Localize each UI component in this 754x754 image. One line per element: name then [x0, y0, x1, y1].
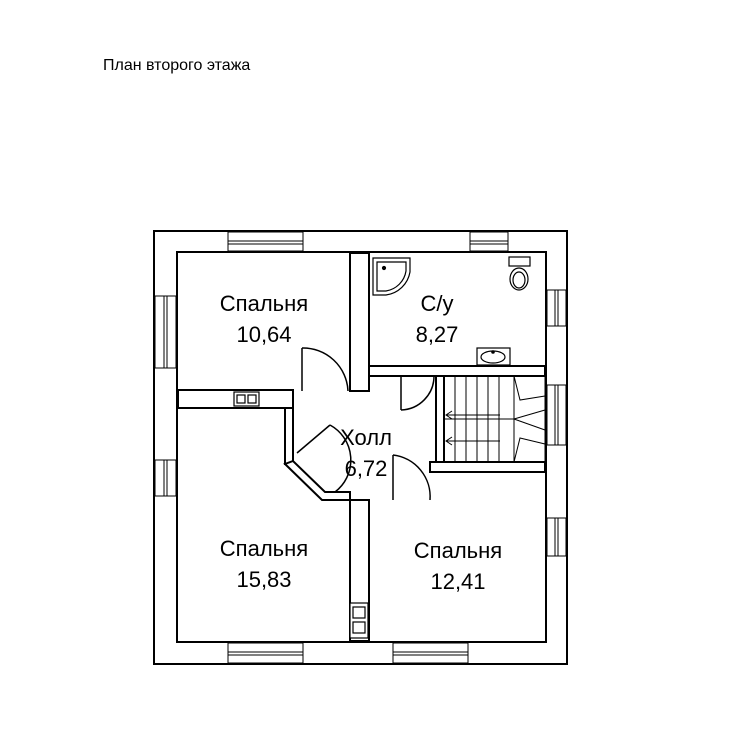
room-name-bathroom: С/у — [421, 291, 454, 316]
staircase — [443, 375, 546, 463]
room-name-bedroom-3: Спальня — [414, 538, 502, 563]
room-area-bedroom-1: 10,64 — [236, 322, 291, 347]
room-area-hall: 6,72 — [345, 456, 388, 481]
toilet — [508, 256, 531, 291]
room-area-bedroom-2: 15,83 — [236, 567, 291, 592]
room-area-bedroom-3: 12,41 — [430, 569, 485, 594]
room-area-bathroom: 8,27 — [416, 322, 459, 347]
plan-title: План второго этажа — [103, 57, 251, 74]
shower-tray — [372, 257, 411, 296]
window-panes — [163, 240, 559, 656]
room-name-bedroom-2: Спальня — [220, 536, 308, 561]
doors — [296, 347, 435, 501]
ventilation-ducts — [233, 391, 369, 639]
interior-walls — [177, 252, 546, 642]
windows — [154, 231, 567, 664]
room-name-bedroom-1: Спальня — [220, 291, 308, 316]
room-name-hall: Холл — [340, 425, 392, 450]
sink — [476, 347, 511, 366]
